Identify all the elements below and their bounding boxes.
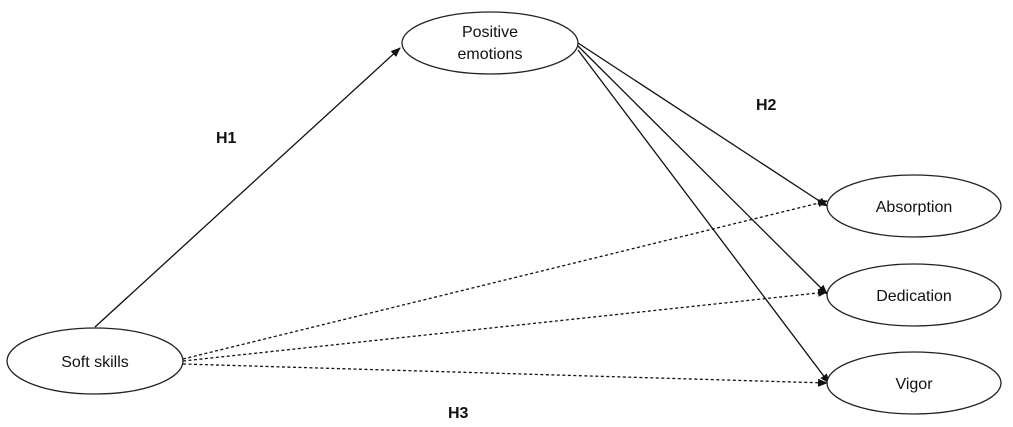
node-dedication-label: Dedication bbox=[876, 288, 952, 305]
node-soft-skills-label: Soft skills bbox=[61, 354, 129, 371]
edge-soft-skills-to-absorption bbox=[182, 199, 828, 360]
edge-positive-emotions-to-vigor bbox=[577, 49, 830, 384]
hypothesis-label-h2: H2 bbox=[756, 97, 777, 114]
edge-soft-skills-to-dedication bbox=[182, 288, 828, 362]
node-absorption: Absorption bbox=[826, 174, 1002, 238]
node-positive-emotions: Positive emotions bbox=[401, 11, 579, 75]
hypothesis-label-h1: H1 bbox=[216, 130, 237, 147]
node-positive-emotions-label-line1: Positive bbox=[462, 24, 518, 41]
node-absorption-label: Absorption bbox=[876, 199, 953, 216]
edge-positive-emotions-to-absorption bbox=[577, 42, 828, 207]
node-soft-skills: Soft skills bbox=[6, 327, 184, 395]
edge-positive-emotions-to-dedication bbox=[577, 45, 828, 295]
edge-soft-skills-to-positive-emotions bbox=[94, 47, 401, 328]
node-vigor-label: Vigor bbox=[895, 376, 933, 393]
hypothesis-label-h3: H3 bbox=[448, 405, 469, 422]
node-vigor: Vigor bbox=[826, 351, 1002, 415]
node-positive-emotions-label-line2: emotions bbox=[458, 46, 523, 63]
edge-soft-skills-to-vigor bbox=[182, 363, 828, 387]
node-dedication: Dedication bbox=[826, 263, 1002, 327]
